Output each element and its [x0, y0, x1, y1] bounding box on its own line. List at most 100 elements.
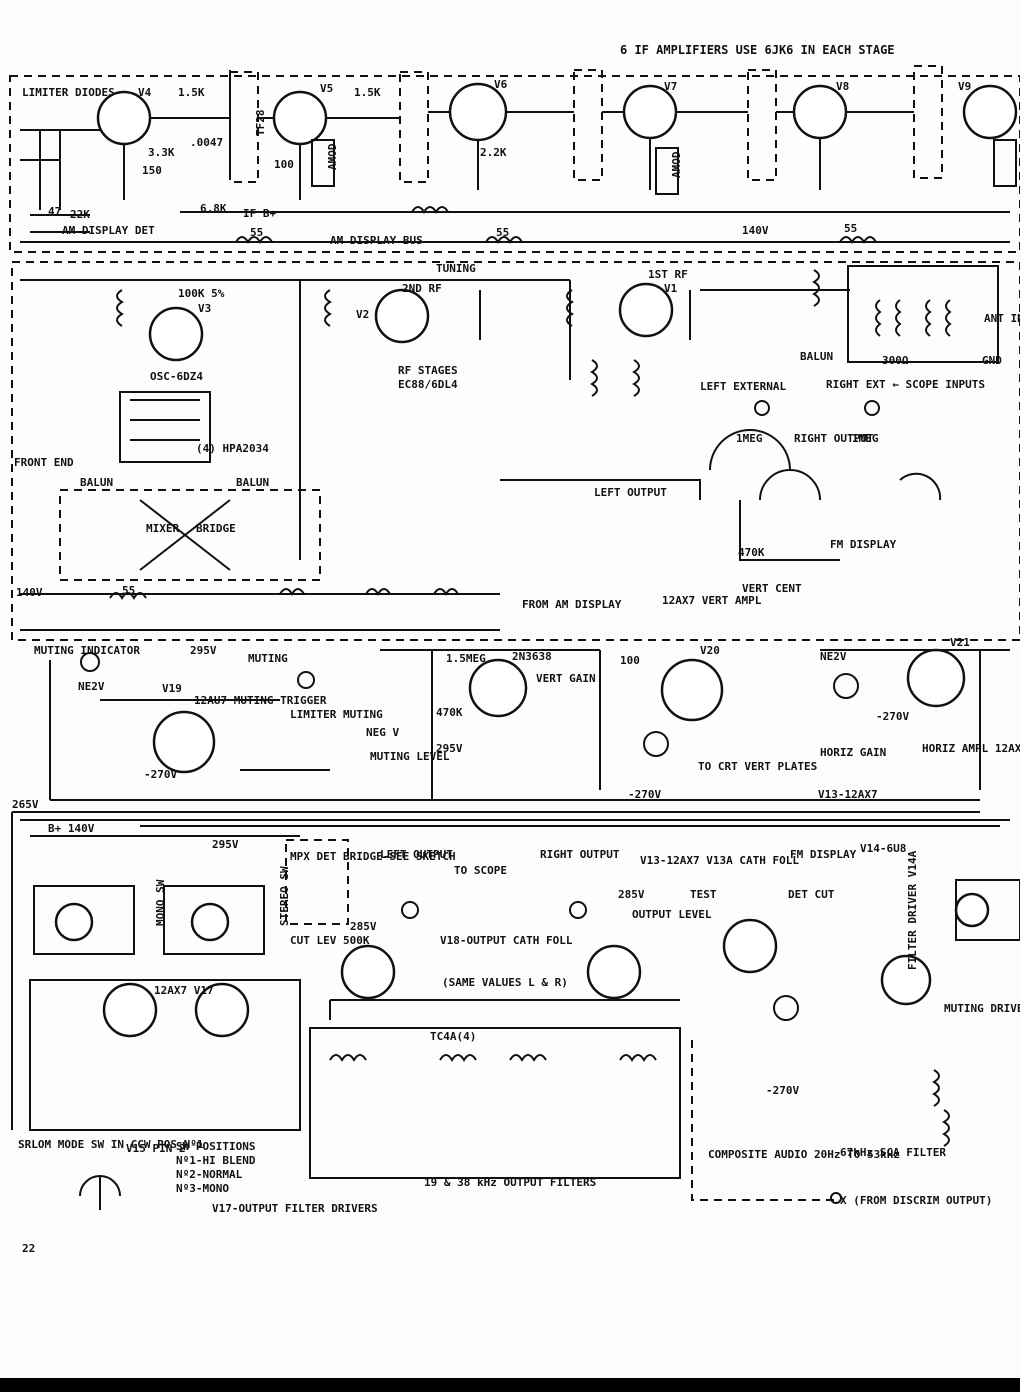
gnd-label: GND: [982, 354, 1002, 367]
stereo-sw-label[interactable]: STEREO SW: [278, 866, 291, 926]
header-title: 6 IF AMPLIFIERS USE 6JK6 IN EACH STAGE: [620, 43, 895, 57]
front-end: TUNING V3 OSC-6DZ4 100K 5% V2 2ND RF RF …: [11, 261, 1020, 641]
muting-level-label: MUTING LEVEL: [370, 750, 450, 763]
middle-section: MUTING INDICATOR 295V NE2V V19 12AU7 MUT…: [34, 636, 1020, 801]
lamp-1-icon: [54, 902, 94, 942]
tc4a-label: TC4A(4): [430, 1030, 476, 1043]
balun-label-l: BALUN: [80, 476, 113, 489]
fm-display-bottom: FM DISPLAY: [790, 848, 857, 861]
rf-stages-label: RF STAGES: [398, 364, 458, 377]
to-scope-label: TO SCOPE: [454, 864, 507, 877]
fm-display-label: FM DISPLAY: [830, 538, 897, 551]
v17-caption: V17-OUTPUT FILTER DRIVERS: [212, 1202, 378, 1215]
output-level-label[interactable]: OUTPUT LEVEL: [632, 908, 712, 921]
discrim-terminal-icon: [830, 1192, 842, 1204]
tube-v7: [622, 84, 678, 140]
transistor-2n3638: [468, 658, 528, 718]
tube-v21: [906, 648, 966, 708]
limiter-diodes-label: LIMITER DIODES: [22, 86, 115, 99]
right-ext-jack-icon[interactable]: [864, 400, 880, 416]
v270-mute: -270V: [144, 768, 177, 781]
l55-3: 55: [844, 222, 857, 235]
left-external-label: LEFT EXTERNAL: [700, 380, 786, 393]
tube-v6-label: V6: [494, 78, 508, 91]
test-label[interactable]: TEST: [690, 888, 717, 901]
lamp-3-icon: [954, 892, 990, 928]
tube-v4-label: V4: [138, 86, 152, 99]
composite-label: COMPOSITE AUDIO 20Hz TO 53kHz: [708, 1148, 900, 1161]
bridge-label: BRIDGE: [196, 522, 236, 535]
same-values-label: (SAME VALUES L & R): [442, 976, 568, 989]
v270-h: -270V: [876, 710, 909, 723]
r22k-v6: 2.2K: [480, 146, 507, 159]
v295-mute: 295V: [190, 644, 217, 657]
v285-label-1: 285V: [350, 920, 377, 933]
ant-input-label: ANT INPUT: [984, 312, 1020, 325]
tube-v5: [272, 90, 328, 146]
tube-v3: [148, 306, 204, 362]
v285-label-2: 285V: [618, 888, 645, 901]
tube-v1-label: V1: [664, 282, 678, 295]
tube-v18-r: [586, 944, 642, 1000]
v270-vert: -270V: [628, 788, 661, 801]
tube-v7-label: V7: [664, 80, 677, 93]
left-output-label: LEFT OUTPUT: [594, 486, 667, 499]
if-bplus-label: IF B+: [243, 207, 276, 220]
left-output-jack-icon[interactable]: [401, 901, 419, 919]
v265-label: 265V: [12, 798, 39, 811]
ne2v-mute: NE2V: [78, 680, 105, 693]
neon-lamp-icon-2: [833, 673, 859, 699]
lamp-2-icon: [190, 902, 230, 942]
horiz-gain-label: HORIZ GAIN: [820, 746, 886, 759]
r15k-2: 1.5K: [354, 86, 381, 99]
vert-cent-label: VERT CENT: [742, 582, 802, 595]
sw-positions-label: SW POSITIONS: [176, 1140, 255, 1153]
det-cut-label[interactable]: DET CUT: [788, 888, 835, 901]
right-ext-label: RIGHT EXT ← SCOPE INPUTS: [826, 378, 985, 391]
rf-tubes-label: EC88/6DL4: [398, 378, 458, 391]
tube-v2-label: V2: [356, 308, 369, 321]
tf28-label-1: TF28: [254, 110, 267, 137]
r1meg-right: 1MEG: [852, 432, 879, 445]
ohm300-label: 300Ω: [882, 354, 909, 367]
r470k-vert: 470K: [738, 546, 765, 559]
tube-v17-b: [194, 982, 250, 1038]
am-display-det-label: AM DISPLAY DET: [62, 224, 155, 237]
sca-filter-label: 67kHz SCA FILTER: [840, 1146, 946, 1159]
transistor-label: 2N3638: [512, 650, 552, 663]
tube-v2: [374, 288, 430, 344]
to-crt-label: TO CRT VERT PLATES: [698, 760, 817, 773]
mono-sw-label[interactable]: MONO SW: [154, 879, 167, 926]
left-ext-jack-icon[interactable]: [754, 400, 770, 416]
v14-label: V14-6U8: [860, 842, 906, 855]
l55-front: 55: [122, 584, 135, 597]
r15k-1: 1.5K: [178, 86, 205, 99]
neon-lamp-icon: [643, 731, 669, 757]
balun-label-ant: BALUN: [800, 350, 833, 363]
v15-label: V15 PIN 2: [126, 1142, 186, 1155]
v295-tr: 295V: [436, 742, 463, 755]
sw1-label: Nº1-HI BLEND: [176, 1154, 256, 1167]
osc-label: OSC-6DZ4: [150, 370, 203, 383]
muting-label: MUTING: [248, 652, 288, 665]
v13-cath-label: V13-12AX7 V13A CATH FOLL: [640, 854, 799, 867]
tube-v20: [660, 658, 724, 722]
cut-lev-label[interactable]: CUT LEV 500K: [290, 934, 370, 947]
l55-2: 55: [496, 226, 509, 239]
filters-caption: 19 & 38 kHz OUTPUT FILTERS: [424, 1176, 596, 1189]
vert-ampl-label: 12AX7 VERT AMPL: [662, 594, 762, 607]
right-output-jack-icon[interactable]: [569, 901, 587, 919]
bottom-section: 265V B+ 140V 295V MONO SW STEREO SW 12AX…: [11, 798, 1020, 1255]
first-rf-label: 1ST RF: [648, 268, 688, 281]
second-rf-label: 2ND RF: [402, 282, 442, 295]
tube-v17-a: [102, 982, 158, 1038]
tube-v19-label: V19: [162, 682, 182, 695]
am-display-bus-label: AM DISPLAY BUS: [330, 234, 423, 247]
vert-gain-label: VERT GAIN: [536, 672, 596, 685]
sw3-label: Nº3-MONO: [176, 1182, 229, 1195]
r100-1: 100: [274, 158, 294, 171]
tube-v8-label: V8: [836, 80, 849, 93]
muting-jack-icon[interactable]: [297, 671, 315, 689]
v270-bottom: -270V: [766, 1084, 799, 1097]
